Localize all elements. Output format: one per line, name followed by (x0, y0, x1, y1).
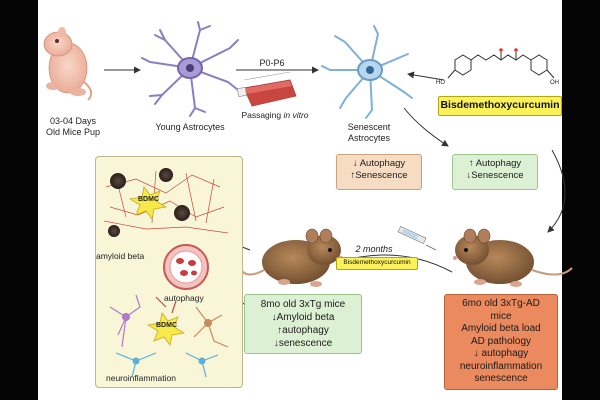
bdmc-label-bottom: BDMC (156, 322, 177, 329)
left-box-line1: 8mo old 3xTg mice (260, 299, 346, 310)
neuroinflammation-label: neuroinflammation (106, 373, 176, 383)
treated-mouse-box: 8mo old 3xTg mice ↓Amyloid beta ↑autopha… (244, 294, 362, 354)
treated-astrocyte-box: ↑ Autophagy ↓Senescence (452, 154, 538, 190)
culture-flask-icon (237, 71, 297, 107)
pup-label-line2: Old Mice Pup (45, 127, 101, 137)
pup-label: 03-04 Days Old Mice Pup (40, 116, 106, 138)
green-top-line1: ↑ Autophagy (468, 158, 522, 169)
arrow-to-ad-mouse (547, 149, 566, 233)
arrow-to-green-box (403, 107, 449, 147)
senescent-line1: Senescent (347, 122, 391, 132)
panel-artwork (103, 168, 229, 378)
ho-right-label: OH (550, 80, 559, 86)
outcome-panel: BDMC BDMC amyloid beta autophagy neuroin… (95, 156, 243, 388)
left-box-line3: ↑autophagy (277, 325, 329, 336)
ad-mouse-illustration (453, 228, 573, 287)
left-box-line2: ↓Amyloid beta (271, 312, 335, 323)
duration-label: 2 months (355, 244, 393, 254)
bdmc-label-top: BDMC (138, 196, 159, 203)
young-astrocytes-label: Young Astrocytes (155, 122, 225, 132)
bdmc-chemical-structure (447, 48, 555, 79)
plaque-1 (110, 173, 126, 189)
right-box-line2: mice (490, 310, 512, 322)
senescent-astrocytes-label: Senescent Astrocytes (334, 122, 404, 144)
bdmc-burst-bottom (146, 312, 186, 346)
passaging-prefix: Passaging (241, 110, 284, 120)
right-black-margin (562, 0, 600, 400)
green-top-line2: ↓Senescence (466, 169, 524, 181)
senescent-state-box: ↓ Autophagy ↑Senescence (336, 154, 422, 190)
plaque-3 (174, 205, 190, 221)
right-box-line1: 6mo old 3xTg-AD (462, 298, 540, 309)
left-black-margin (0, 0, 38, 400)
syringe-icon (397, 225, 437, 251)
bdmc-burst-top (128, 186, 168, 220)
passaging-italic: in vitro (283, 110, 309, 120)
right-box-line5: ↓ autophagy (473, 348, 529, 359)
plaque-4 (108, 225, 120, 237)
right-box-line6: neuroinflammation (459, 360, 543, 372)
small-compound-banner: Bisdemethoxycurcumin (336, 257, 418, 270)
passaging-label: Passaging in vitro (238, 110, 312, 121)
plaque-2 (159, 168, 173, 182)
orange-line1: ↓ Autophagy (352, 158, 406, 169)
young-astrocyte-illustration (141, 21, 239, 117)
passage-range-label: P0-P6 (259, 58, 285, 68)
right-box-line7: senescence (474, 373, 528, 384)
ad-mouse-box: 6mo old 3xTg-AD mice Amyloid beta load A… (444, 294, 558, 390)
senescent-line2: Astrocytes (347, 133, 390, 143)
autophagy-label: autophagy (164, 293, 204, 303)
arrow-compound-to-astrocyte (407, 71, 445, 81)
right-box-line3: Amyloid beta load (461, 323, 541, 334)
orange-line2: ↑Senescence (350, 169, 408, 181)
pup-label-line1: 03-04 Days (49, 116, 97, 126)
treated-mouse-illustration (239, 228, 343, 287)
compound-banner: Bisdemethoxycurcumin (438, 96, 562, 116)
amyloid-beta-label: amyloid beta (96, 251, 145, 261)
ho-left-label: HO (436, 80, 445, 86)
right-box-line4: AD pathology (470, 335, 532, 347)
senescent-astrocyte-illustration (321, 25, 413, 119)
mouse-pup-illustration (43, 27, 93, 101)
left-box-line4: ↓senescence (273, 338, 333, 349)
